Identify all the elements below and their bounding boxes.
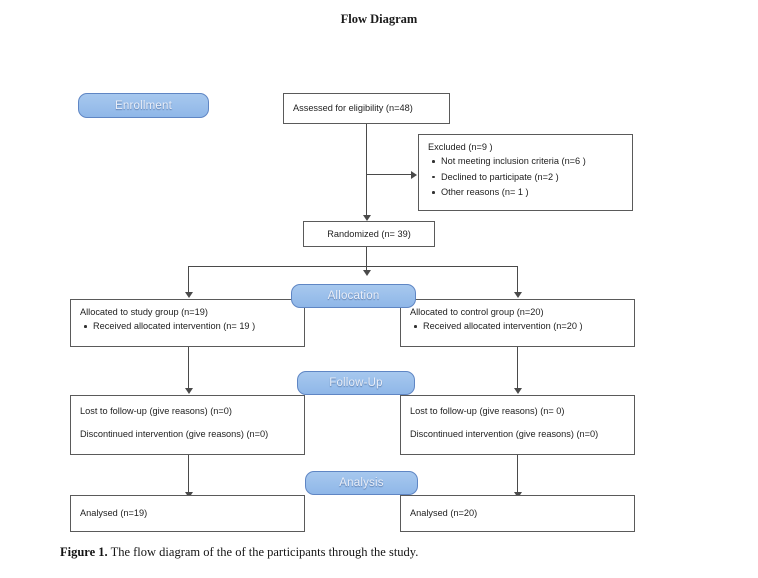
box-allocated-right-heading: Allocated to control group (n=20) <box>410 307 544 317</box>
box-excluded-item: Other reasons (n= 1 ) <box>432 186 623 198</box>
box-excluded: Excluded (n=9 ) Not meeting inclusion cr… <box>418 134 633 211</box>
arrow-into-allocated-left <box>184 292 193 298</box>
box-allocated-right-item: Received allocated intervention (n=20 ) <box>414 320 625 332</box>
arrow-into-followup-left <box>184 388 193 394</box>
box-analysed-right: Analysed (n=20) <box>400 495 635 532</box>
box-analysed-left: Analysed (n=19) <box>70 495 305 532</box>
box-followup-right: Lost to follow-up (give reasons) (n= 0) … <box>400 395 635 455</box>
connector-to-excluded <box>366 174 412 176</box>
connector-allocation-left-branch <box>188 266 190 294</box>
arrow-into-allocated-right <box>513 292 522 298</box>
box-followup-left-line2: Discontinued intervention (give reasons)… <box>80 429 269 440</box>
box-excluded-item: Declined to participate (n=2 ) <box>432 171 623 183</box>
stage-badge-followup: Follow-Up <box>297 371 415 395</box>
box-allocated-left-heading: Allocated to study group (n=19) <box>80 307 208 317</box>
box-excluded-heading: Excluded (n=9 ) <box>428 142 493 152</box>
box-allocated-left-item: Received allocated intervention (n= 19 ) <box>84 320 295 332</box>
figure-caption-label: Figure 1. <box>60 545 108 559</box>
stage-badge-analysis: Analysis <box>305 471 418 495</box>
connector-allocated-right-to-followup <box>517 347 519 389</box>
figure-caption: Figure 1. The flow diagram of the of the… <box>60 545 418 560</box>
box-followup-right-line1: Lost to follow-up (give reasons) (n= 0) <box>410 406 565 416</box>
box-analysed-right-text: Analysed (n=20) <box>410 508 478 519</box>
box-followup-left-line1: Lost to follow-up (give reasons) (n=0) <box>80 406 232 416</box>
connector-followup-left-to-analysis <box>188 455 190 493</box>
box-excluded-item: Not meeting inclusion criteria (n=6 ) <box>432 155 623 167</box>
box-allocated-right-list: Received allocated intervention (n=20 ) <box>410 320 625 332</box>
stage-badge-enrollment-label: Enrollment <box>115 99 172 112</box>
stage-badge-allocation-label: Allocation <box>327 290 380 302</box>
box-randomized-text: Randomized (n= 39) <box>327 228 411 239</box>
connector-assessed-to-randomized <box>366 124 368 216</box>
stage-badge-analysis-label: Analysis <box>339 477 384 489</box>
figure-caption-text: The flow diagram of the of the participa… <box>107 545 419 559</box>
connector-followup-right-to-analysis <box>517 455 519 493</box>
box-allocated-study-group: Allocated to study group (n=19) Received… <box>70 299 305 347</box>
box-followup-left: Lost to follow-up (give reasons) (n=0) D… <box>70 395 305 455</box>
connector-randomized-down <box>366 247 368 272</box>
box-followup-right-line2: Discontinued intervention (give reasons)… <box>410 429 599 440</box>
stage-badge-enrollment: Enrollment <box>78 93 209 118</box>
box-excluded-list: Not meeting inclusion criteria (n=6 ) De… <box>428 155 623 198</box>
arrow-into-excluded <box>411 170 417 179</box>
connector-allocated-left-to-followup <box>188 347 190 389</box>
connector-allocation-split-bar <box>188 266 518 268</box>
arrow-into-randomized <box>362 215 371 221</box>
box-allocated-control-group: Allocated to control group (n=20) Receiv… <box>400 299 635 347</box>
box-assessed-for-eligibility: Assessed for eligibility (n=48) <box>283 93 450 124</box>
arrow-into-followup-right <box>513 388 522 394</box>
arrow-randomized-center <box>362 270 371 276</box>
box-analysed-left-text: Analysed (n=19) <box>80 508 148 519</box>
stage-badge-followup-label: Follow-Up <box>329 377 383 389</box>
stage-badge-allocation: Allocation <box>291 284 416 308</box>
connector-allocation-right-branch <box>517 266 519 294</box>
box-allocated-left-list: Received allocated intervention (n= 19 ) <box>80 320 295 332</box>
box-randomized: Randomized (n= 39) <box>303 221 435 247</box>
box-assessed-text: Assessed for eligibility (n=48) <box>293 103 413 114</box>
diagram-title: Flow Diagram <box>340 12 418 26</box>
